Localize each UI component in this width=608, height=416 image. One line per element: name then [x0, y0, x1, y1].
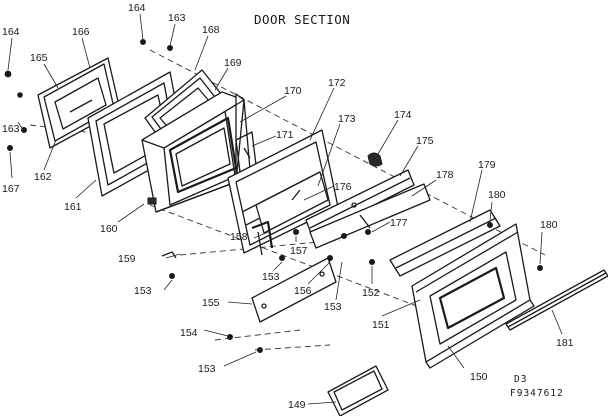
diagram-number: F9347612	[510, 388, 564, 399]
label-155: 155	[202, 297, 220, 309]
label-177: 177	[390, 217, 408, 229]
part-181-handle-rod	[505, 269, 608, 331]
label-181: 181	[556, 337, 574, 349]
part-178-lower-strip	[309, 183, 431, 249]
label-160: 160	[100, 223, 118, 235]
label-159: 159	[118, 253, 136, 265]
part-149-nameplate	[327, 365, 389, 416]
label-179: 179	[478, 159, 496, 171]
label-168: 168	[202, 24, 220, 36]
label-156: 156	[294, 285, 312, 297]
part-174-clip	[367, 152, 383, 167]
label-176: 176	[334, 181, 352, 193]
label-170: 170	[284, 85, 302, 97]
part-155-trim-plate	[251, 257, 337, 323]
part-175-retainer-strip	[305, 169, 415, 237]
label-151: 151	[372, 319, 390, 331]
label-178: 178	[436, 169, 454, 181]
label-165: 165	[30, 52, 48, 64]
part-labels: 164 163 164 166 165 168 169 170 171 172 …	[2, 2, 574, 411]
label-164a: 164	[128, 2, 146, 14]
label-163b: 163	[2, 123, 20, 135]
label-169: 169	[224, 57, 242, 69]
label-158: 158	[230, 231, 248, 243]
page-code: D3	[514, 374, 527, 385]
label-180b: 180	[540, 219, 558, 231]
label-157: 157	[290, 245, 308, 257]
label-149: 149	[288, 399, 306, 411]
label-175: 175	[416, 135, 434, 147]
label-154: 154	[180, 327, 198, 339]
label-153a: 153	[134, 285, 152, 297]
label-153c: 153	[324, 301, 342, 313]
label-161: 161	[64, 201, 82, 213]
fasteners	[4, 39, 544, 353]
part-150-outer-door-panel	[411, 223, 535, 369]
label-164b: 164	[2, 26, 20, 38]
label-172: 172	[328, 77, 346, 89]
leader-lines	[7, 13, 563, 405]
part-179-handle-trim	[389, 209, 501, 277]
label-153d: 153	[198, 363, 216, 375]
part-160-door-inner-box	[141, 91, 251, 213]
label-166: 166	[72, 26, 90, 38]
label-153b: 153	[262, 271, 280, 283]
label-163a: 163	[168, 12, 186, 24]
label-162: 162	[34, 171, 52, 183]
label-167: 167	[2, 183, 20, 195]
label-152: 152	[362, 287, 380, 299]
diagram-title: DOOR SECTION	[254, 12, 350, 27]
label-150: 150	[470, 371, 488, 383]
label-173: 173	[338, 113, 356, 125]
label-171: 171	[276, 129, 294, 141]
label-174: 174	[394, 109, 412, 121]
label-180a: 180	[488, 189, 506, 201]
